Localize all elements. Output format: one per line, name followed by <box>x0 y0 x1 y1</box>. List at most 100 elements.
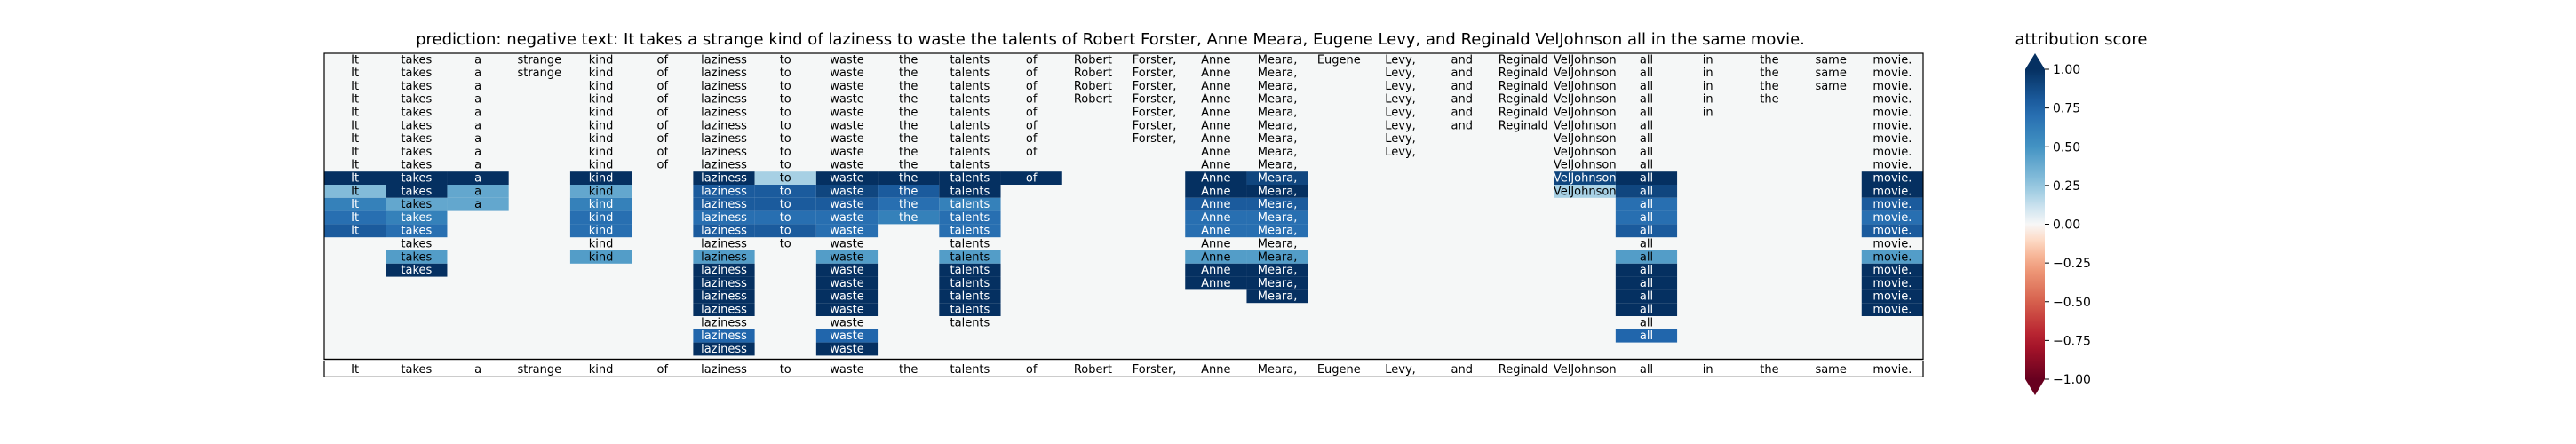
cell-token-label: VelJohnson <box>1554 159 1617 172</box>
heatmap-cell <box>878 171 940 185</box>
cell-token-label: talents <box>950 264 990 277</box>
cell-token-label: Meara, <box>1258 53 1298 67</box>
cell-token-label: and <box>1451 67 1473 80</box>
cell-token-label: movie. <box>1872 172 1912 186</box>
chart-title: prediction: negative text: It takes a st… <box>416 30 1805 49</box>
cell-token-label: kind <box>589 93 614 107</box>
cell-token-label: of <box>1026 172 1038 186</box>
cell-token-label: movie. <box>1872 211 1912 225</box>
cell-token-label: It <box>351 172 359 186</box>
cell-token-label: waste <box>830 329 863 343</box>
heatmap-cell <box>693 276 755 290</box>
cell-token-label: Anne <box>1201 159 1230 172</box>
x-tick-label: VelJohnson <box>1554 363 1617 377</box>
cell-token-label: to <box>780 238 791 251</box>
cell-token-label: Meara, <box>1258 93 1298 107</box>
cell-token-label: talents <box>950 93 990 107</box>
cell-token-label: laziness <box>701 211 747 225</box>
cell-token-label: laziness <box>701 343 747 356</box>
heatmap-cell <box>878 210 940 225</box>
cell-token-label: movie. <box>1872 159 1912 172</box>
heatmap-cell <box>324 224 386 238</box>
cell-token-label: Robert <box>1074 80 1112 93</box>
cell-token-label: waste <box>830 119 863 132</box>
cell-token-label: kind <box>589 172 614 186</box>
cell-token-label: talents <box>950 67 990 80</box>
cell-token-label: all <box>1640 211 1653 225</box>
cell-token-label: and <box>1451 53 1473 67</box>
cell-token-label: movie. <box>1872 107 1912 120</box>
cell-token-label: of <box>1026 119 1038 132</box>
cell-token-label: Levy, <box>1385 53 1416 67</box>
cell-token-label: of <box>657 119 669 132</box>
cell-token-label: takes <box>401 172 432 186</box>
cell-token-label: movie. <box>1872 238 1912 251</box>
heatmap-cell <box>693 185 755 198</box>
cell-token-label: a <box>474 172 481 186</box>
cell-token-label: Reginald <box>1499 67 1548 80</box>
cell-token-label: and <box>1451 80 1473 93</box>
cell-token-label: takes <box>401 119 432 132</box>
cell-token-label: talents <box>950 80 990 93</box>
cell-token-label: kind <box>589 185 614 198</box>
cell-token-label: kind <box>589 80 614 93</box>
cell-token-label: Meara, <box>1258 132 1298 146</box>
cell-token-label: all <box>1640 172 1653 186</box>
cell-token-label: waste <box>830 132 863 146</box>
cell-token-label: Meara, <box>1258 277 1298 290</box>
cell-token-label: laziness <box>701 225 747 238</box>
cell-token-label: the <box>899 119 918 132</box>
cell-token-label: of <box>657 93 669 107</box>
cell-token-label: waste <box>830 53 863 67</box>
heatmap-cell <box>1246 185 1308 198</box>
cell-token-label: of <box>1026 67 1038 80</box>
heatmap-cell <box>815 210 879 225</box>
heatmap-cell <box>324 185 386 198</box>
cell-token-label: waste <box>830 250 863 264</box>
cell-token-label: a <box>474 185 481 198</box>
cell-token-label: VelJohnson <box>1554 185 1617 198</box>
cell-token-label: VelJohnson <box>1554 53 1617 67</box>
cell-token-label: Anne <box>1201 146 1230 159</box>
cell-token-label: laziness <box>701 119 747 132</box>
cell-token-label: waste <box>830 185 863 198</box>
heatmap-cell <box>1615 303 1678 316</box>
cell-token-label: VelJohnson <box>1554 119 1617 132</box>
heatmap-cell <box>815 303 879 316</box>
cell-token-label: kind <box>589 250 614 264</box>
cell-token-label: the <box>899 132 918 146</box>
heatmap-cell <box>693 329 755 343</box>
cell-token-label: takes <box>401 53 432 67</box>
cell-token-label: a <box>474 132 481 146</box>
heatmap-cell <box>693 250 755 264</box>
cell-token-label: to <box>780 80 791 93</box>
cell-token-label: takes <box>401 198 432 211</box>
colorbar: 1.000.750.500.250.00−0.25−0.50−0.75−1.00 <box>2025 53 2091 395</box>
cell-token-label: waste <box>830 304 863 317</box>
x-tick-label: movie. <box>1872 363 1912 377</box>
cell-token-label: It <box>351 53 359 67</box>
cell-token-label: laziness <box>701 264 747 277</box>
cell-token-label: waste <box>830 225 863 238</box>
cell-token-label: Levy, <box>1385 107 1416 120</box>
cell-token-label: Anne <box>1201 107 1230 120</box>
cell-token-label: movie. <box>1872 264 1912 277</box>
heatmap-cell <box>1246 197 1308 211</box>
cell-token-label: talents <box>950 185 990 198</box>
cell-token-label: of <box>657 159 669 172</box>
cell-token-label: waste <box>830 316 863 329</box>
cell-token-label: laziness <box>701 53 747 67</box>
cell-token-label: Meara, <box>1258 80 1298 93</box>
heatmap-background <box>324 53 1923 360</box>
cell-token-label: laziness <box>701 277 747 290</box>
heatmap-cell <box>569 171 632 185</box>
heatmap-cell <box>939 263 1001 277</box>
heatmap-cell <box>386 210 448 225</box>
cell-token-label: waste <box>830 290 863 304</box>
heatmap-frame <box>323 52 1924 360</box>
cell-token-label: same <box>1815 67 1846 80</box>
cell-token-label: takes <box>401 225 432 238</box>
cell-token-label: Robert <box>1074 93 1112 107</box>
cell-token-label: laziness <box>701 80 747 93</box>
cell-token-label: talents <box>950 304 990 317</box>
